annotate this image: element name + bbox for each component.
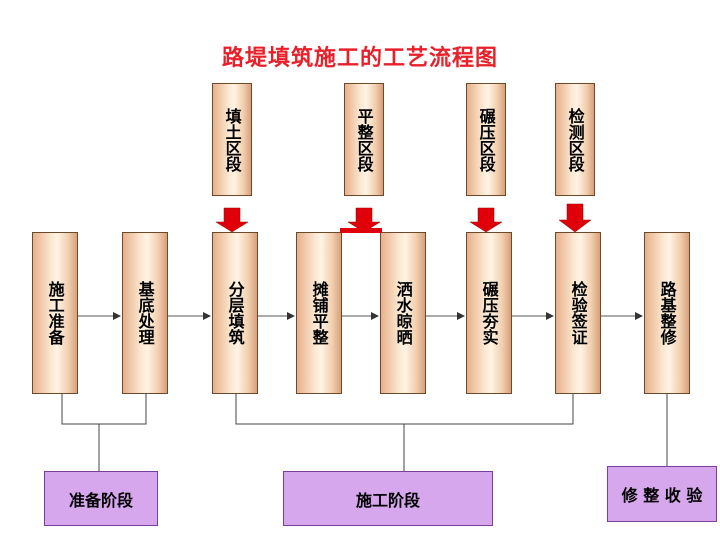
- box-water-dry: 洒水晾晒: [380, 232, 426, 394]
- box-fill-section: 填土区段: [212, 83, 252, 196]
- red-arrow-roll: [469, 207, 503, 233]
- box-inspect-sign-label: 检验签证: [568, 281, 588, 345]
- box-roll-compact-label: 碾压夯实: [479, 281, 499, 345]
- red-arrow-test: [558, 203, 592, 233]
- diagram-title: 路堤填筑施工的工艺流程图: [221, 46, 498, 71]
- box-roll-section-label: 碾压区段: [476, 107, 496, 172]
- box-spread-level: 摊铺平整: [296, 232, 342, 394]
- stage-acceptance: 修 整 收 验: [607, 466, 717, 522]
- box-base-treatment: 基底处理: [122, 232, 168, 394]
- red-arrow-level: [347, 207, 381, 233]
- box-layer-filling-label: 分层填筑: [225, 281, 245, 345]
- red-arrow-fill: [215, 207, 249, 233]
- box-roll-section: 碾压区段: [466, 83, 506, 196]
- stage-acceptance-label: 修 整 收 验: [621, 486, 703, 505]
- box-water-dry-label: 洒水晾晒: [393, 281, 413, 345]
- box-roadbed-finish-label: 路基整修: [657, 281, 677, 345]
- box-construction-prep-label: 施工准备: [45, 281, 65, 345]
- box-inspect-sign: 检验签证: [555, 232, 601, 394]
- box-roll-compact: 碾压夯实: [466, 232, 512, 394]
- box-spread-level-label: 摊铺平整: [309, 281, 329, 345]
- box-construction-prep: 施工准备: [32, 232, 78, 394]
- stage-preparation: 准备阶段: [44, 471, 158, 526]
- stage-construction: 施工阶段: [283, 471, 493, 526]
- bracket-build-stage: [235, 394, 574, 425]
- red-bar-level: [340, 228, 382, 233]
- box-layer-filling: 分层填筑: [212, 232, 258, 394]
- box-roadbed-finish: 路基整修: [644, 232, 690, 394]
- box-base-treatment-label: 基底处理: [135, 281, 155, 345]
- box-level-section-label: 平整区段: [354, 107, 374, 172]
- box-fill-section-label: 填土区段: [222, 107, 242, 172]
- box-level-section: 平整区段: [344, 83, 384, 196]
- bracket-prep-stage: [61, 394, 147, 425]
- stage-construction-label: 施工阶段: [355, 490, 420, 510]
- box-test-section-label: 检测区段: [565, 107, 585, 172]
- stage-preparation-label: 准备阶段: [68, 490, 133, 510]
- box-test-section: 检测区段: [555, 83, 595, 196]
